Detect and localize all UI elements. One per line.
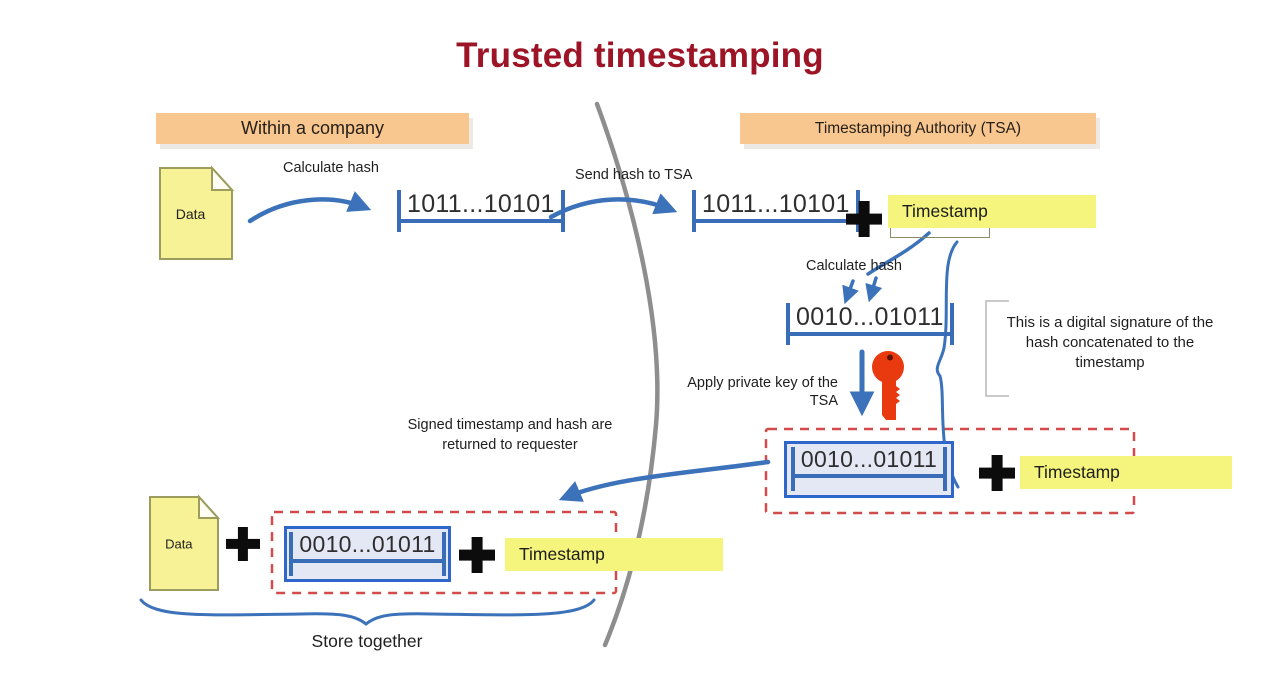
store-together-brace <box>139 598 596 626</box>
apply-private-key-label: Apply private key of the TSA <box>678 374 838 410</box>
timestamp-box-2-label: Timestamp <box>1034 462 1120 482</box>
timestamp-box-1: Timestamp <box>888 195 1096 228</box>
calc-hash-mini-arrow-right <box>865 276 883 303</box>
hash-value-5-text: 0010...01011 <box>293 531 442 563</box>
hash-bracket <box>293 563 441 576</box>
calc-hash-mini-arrow-left <box>842 279 859 305</box>
apply-private-key-line1: Apply private key of the <box>687 375 838 391</box>
timestamp-box-3-label: Timestamp <box>519 544 605 564</box>
apply-private-key-line2: TSA <box>809 393 838 410</box>
hash-bracket <box>696 223 856 232</box>
document-label: Data <box>175 205 206 222</box>
timestamp-box-3: Timestamp <box>505 538 723 571</box>
private-key-icon <box>872 351 904 420</box>
timestamp-to-hash-curve <box>866 231 931 276</box>
timestamp-underline-artifact <box>890 228 990 238</box>
header-tsa: Timestamping Authority (TSA) <box>740 113 1096 144</box>
digital-signature-note: This is a digital signature of the hash … <box>1006 314 1214 371</box>
calculate-hash-arrow <box>247 191 372 224</box>
hash-bracket <box>795 478 943 491</box>
timestamp-box-2: Timestamp <box>1020 456 1232 489</box>
returned-note: Signed timestamp and hash are returned t… <box>407 417 613 453</box>
hash-bracket <box>401 223 561 232</box>
stored-hash-box: 0010...01011 <box>284 526 451 582</box>
header-tsa-label: Timestamping Authority (TSA) <box>814 119 1022 137</box>
hash-value-4: 0010...01011 <box>790 446 948 491</box>
document-icon: Data <box>147 494 221 593</box>
hash-value-4-text: 0010...01011 <box>794 446 944 478</box>
plus-icon <box>846 201 882 237</box>
hash-value-1: 1011...10101 <box>397 190 565 232</box>
signature-note-bracket <box>985 300 1009 397</box>
store-together-label: Store together <box>311 631 423 651</box>
hash-value-1-text: 1011...10101 <box>401 190 561 223</box>
document-icon: Data <box>157 165 235 262</box>
hash-value-3-text: 0010...01011 <box>790 303 950 336</box>
send-hash-label: Send hash to TSA <box>575 167 693 183</box>
stored-package-dashed-box <box>270 510 618 595</box>
hash-value-2: 1011...10101 <box>692 190 860 232</box>
plus-icon <box>979 455 1015 491</box>
calculate-hash-label: Calculate hash <box>283 160 379 176</box>
hash-bracket <box>790 336 950 345</box>
plus-icon <box>226 527 260 561</box>
hash-value-2-text: 1011...10101 <box>696 190 856 223</box>
timestamp-box-1-label: Timestamp <box>902 201 988 221</box>
hash-value-5: 0010...01011 <box>289 531 446 576</box>
calculate-hash-tsa-label: Calculate hash <box>806 258 902 274</box>
document-icon-shape <box>149 494 221 591</box>
send-hash-arrow <box>548 193 678 220</box>
page-title: Trusted timestamping <box>456 36 824 75</box>
document-icon-shape <box>159 165 235 260</box>
returned-to-requester-arrow <box>558 459 771 502</box>
hash-value-3: 0010...01011 <box>786 303 954 345</box>
plus-icon <box>459 537 495 573</box>
header-within-company: Within a company <box>156 113 469 144</box>
signature-brace <box>935 240 960 489</box>
signed-hash-box: 0010...01011 <box>784 441 954 498</box>
document-label: Data <box>165 536 193 551</box>
header-within-company-label: Within a company <box>240 118 385 138</box>
